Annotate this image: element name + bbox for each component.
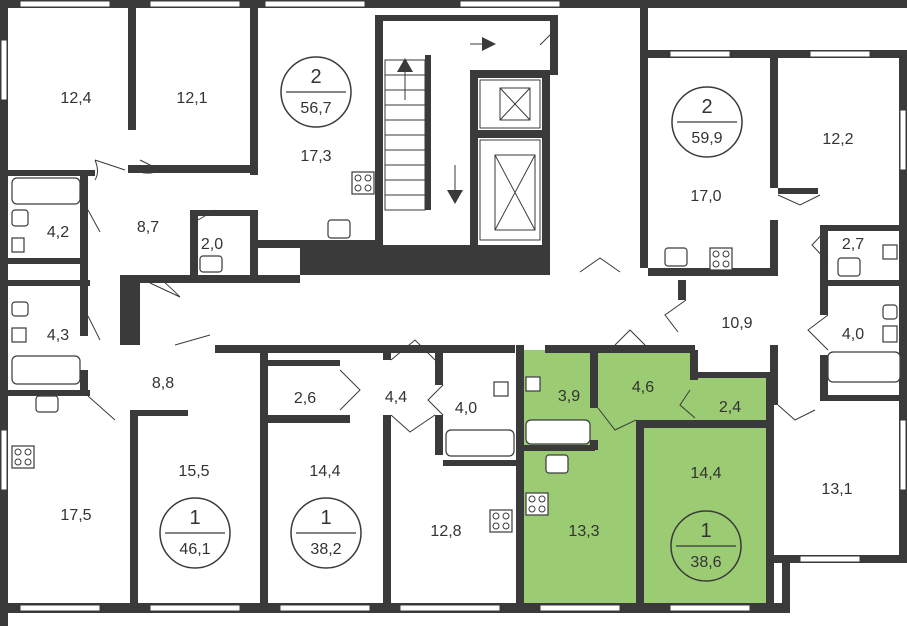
apartment-total-area: 56,7: [300, 100, 331, 117]
interior-walls: [0, 0, 907, 603]
room-area-label: 12,1: [176, 90, 207, 107]
room-labels: 12,4 12,1 17,3 4,2 8,7 2,0 17,0 12,2 2,7…: [47, 90, 864, 540]
stove-icon: [11, 171, 733, 533]
room-area-label: 2,0: [201, 236, 223, 253]
room-area-label: 8,8: [152, 375, 174, 392]
room-area-label: 2,4: [719, 399, 741, 416]
apartment-total-area: 59,9: [691, 130, 722, 147]
room-area-label: 2,6: [294, 390, 316, 407]
apartment-rooms-count: 1: [189, 507, 200, 529]
room-area-label: 3,9: [558, 388, 580, 405]
room-area-label: 4,0: [455, 400, 477, 417]
apartment-total-area: 38,2: [310, 541, 341, 558]
apartment-rooms-count: 1: [700, 520, 711, 542]
room-area-label: 13,3: [568, 523, 599, 540]
room-area-label: 12,8: [430, 523, 461, 540]
room-area-label: 4,0: [842, 326, 864, 343]
apartment-rooms-count: 1: [320, 507, 331, 529]
apartment-total-area: 46,1: [179, 541, 210, 558]
room-area-label: 4,4: [385, 389, 407, 406]
toilet-icon: [11, 237, 898, 397]
room-area-label: 13,1: [821, 481, 852, 498]
room-area-label: 4,3: [47, 327, 69, 344]
windows: [0, 0, 907, 612]
room-area-label: 14,4: [309, 463, 340, 480]
room-area-label: 12,4: [60, 90, 91, 107]
door-icon: [87, 29, 829, 433]
apartment-badge-a2[interactable]: 2 59,9: [671, 86, 743, 158]
room-area-label: 15,5: [178, 463, 209, 480]
room-area-label: 14,4: [690, 465, 721, 482]
apartment-badge-a1[interactable]: 2 56,7: [280, 56, 352, 128]
elevator-icon: [479, 79, 541, 241]
room-area-label: 8,7: [137, 219, 159, 236]
bathtub-icon: [11, 177, 901, 457]
room-area-label: 17,0: [690, 188, 721, 205]
room-area-label: 12,2: [822, 131, 853, 148]
sink-icon: [11, 209, 898, 474]
stairs-icon: [384, 37, 496, 211]
room-area-label: 17,5: [60, 507, 91, 524]
apartment-rooms-count: 2: [310, 66, 321, 88]
apartment-badge-a3[interactable]: 1 46,1: [159, 497, 231, 569]
apartment-total-area: 38,6: [690, 554, 721, 571]
apartment-badge-a5[interactable]: 1 38,6: [670, 510, 742, 582]
room-area-label: 17,3: [300, 148, 331, 165]
apartment-rooms-count: 2: [701, 96, 712, 118]
room-area-label: 4,2: [47, 224, 69, 241]
room-area-label: 2,7: [842, 236, 864, 253]
room-area-label: 10,9: [721, 315, 752, 332]
apartment-badge-a4[interactable]: 1 38,2: [290, 497, 362, 569]
room-area-label: 4,6: [632, 379, 654, 396]
